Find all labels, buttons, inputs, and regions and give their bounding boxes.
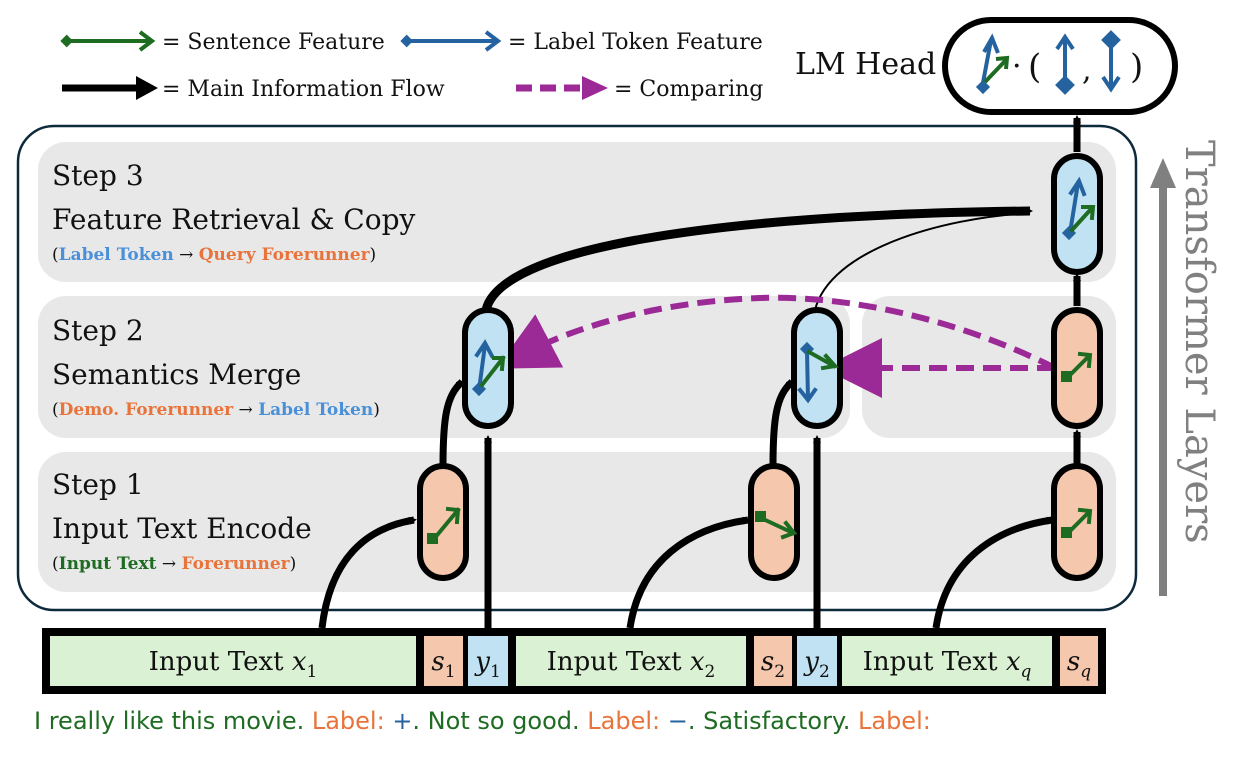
sentence-feature-icon (755, 511, 798, 540)
svg-text:= Comparing: = Comparing (614, 77, 763, 102)
flow-x1-to-s1 (318, 516, 417, 629)
svg-text:,: , (1082, 53, 1092, 88)
input-sequence: Input Text x1 s1 y1 Input Text x2 s2 y2 Input … (42, 628, 1106, 694)
lm-head-label: LM Head (795, 47, 936, 82)
step2-text: Step 2 Semantics Merge (Demo. Forerunner… (52, 314, 380, 420)
step2-name: Semantics Merge (52, 358, 301, 391)
comparing-arrows (496, 294, 1057, 398)
token-label-label: y1 (474, 647, 501, 682)
svg-text:= Label Token Feature: = Label Token Feature (508, 30, 763, 55)
token-label-forerunner: s2 (761, 647, 785, 682)
step2-title: Step 2 (52, 314, 144, 347)
token-cell-forerunner (754, 636, 792, 686)
token-label-input: Input Text xq (863, 647, 1032, 682)
svg-text:= Main Information Flow: = Main Information Flow (162, 77, 445, 102)
step1-subtitle: (Input Text → Forerunner) (52, 554, 296, 574)
token-cell-label (797, 636, 837, 686)
step3-title: Step 3 (52, 159, 144, 192)
node-forerunner-s1 (417, 463, 469, 581)
token-cell-forerunner (424, 636, 463, 686)
step3-from: Label Token (59, 245, 174, 265)
token-cell-input (516, 636, 746, 686)
flow-y2-retrieve (814, 212, 1031, 311)
feature-vectors (427, 176, 1096, 544)
node-query-step3 (1051, 153, 1103, 275)
step1-title: Step 1 (52, 468, 144, 501)
token-cell-label (468, 636, 508, 686)
step3-subtitle: (Label Token → Query Forerunner) (52, 245, 376, 265)
diamond-icon (400, 34, 414, 48)
legend-label-token-feature: = Label Token Feature (400, 30, 763, 55)
svg-text:= Sentence Feature: = Sentence Feature (162, 30, 385, 55)
layers-up-arrowhead (1150, 158, 1176, 188)
transformer-layers-axis: Transformer Layers (1150, 140, 1222, 596)
legend-sentence-feature: = Sentence Feature (60, 30, 385, 55)
token-cell-input (50, 636, 416, 686)
step2-from: Demo. Forerunner (59, 400, 235, 420)
lm-head-negative-label-icon (1101, 30, 1121, 93)
legend-main-flow: = Main Information Flow (62, 76, 445, 102)
step1-text: Step 1 Input Text Encode (Input Text → F… (52, 468, 312, 574)
lm-head-positive-label-icon (1055, 33, 1075, 95)
legend-comparing: = Comparing (516, 76, 763, 102)
step2-panel-left (38, 296, 850, 438)
example-sentence: I really like this movie. Label: +. Not … (34, 707, 931, 735)
transformer-layers-label: Transformer Layers (1176, 140, 1222, 544)
step2-to: Label Token (258, 400, 373, 420)
step1-to: Forerunner (182, 554, 291, 574)
step3-text: Step 3 Feature Retrieval & Copy (Label T… (52, 159, 416, 265)
flow-xq-to-sq (932, 516, 1055, 629)
compare-query-to-y1 (496, 294, 1057, 371)
token-label-forerunner: sq (1067, 647, 1091, 682)
step1-panel (38, 452, 1116, 592)
step1-from: Input Text (59, 554, 157, 574)
flow-y1-retrieve (481, 206, 1033, 312)
svg-text:·: · (1012, 49, 1022, 84)
step2-subtitle: (Demo. Forerunner → Label Token) (52, 400, 380, 420)
step3-panel (38, 142, 1116, 282)
step3-name: Feature Retrieval & Copy (52, 203, 416, 236)
sentence-feature-icon (479, 355, 506, 388)
sentence-feature-icon (806, 349, 839, 371)
svg-text:(: ( (1028, 47, 1041, 87)
sentence-feature-icon (1061, 351, 1093, 382)
token-label-forerunner: s1 (431, 647, 455, 682)
flow-x2-to-s2 (626, 516, 751, 629)
token-label-label: y2 (803, 647, 830, 682)
token-cell-forerunner (1060, 636, 1098, 686)
svg-text:): ) (1130, 47, 1143, 87)
token-label-input: Input Text x1 (149, 647, 318, 682)
legend: = Sentence Feature = Label Token Feature… (60, 30, 763, 102)
diamond-icon (60, 34, 74, 48)
lm-head: LM Head · ( , ) (795, 17, 1178, 115)
sentence-feature-icon (1069, 205, 1096, 233)
token-label-input: Input Text x2 (547, 647, 716, 682)
step3-to: Query Forerunner (199, 245, 371, 265)
sentence-feature-icon (427, 506, 461, 544)
flow-s2-to-y2 (769, 379, 795, 467)
flow-s1-to-y1 (439, 379, 465, 467)
step1-name: Input Text Encode (52, 512, 312, 545)
main-flow-arrows (318, 115, 1081, 629)
node-label-y1 (462, 307, 514, 429)
token-cell-input (842, 636, 1052, 686)
lm-head-query-feature-icon (975, 33, 1010, 95)
sentence-feature-icon (1061, 507, 1093, 538)
